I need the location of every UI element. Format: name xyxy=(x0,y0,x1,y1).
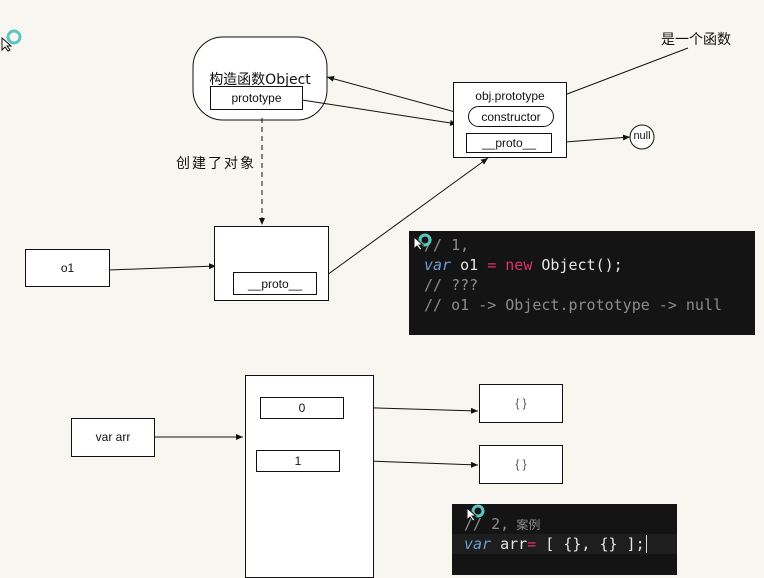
constructor-field-label: constructor xyxy=(481,110,541,124)
array-object-node: 0 1 xyxy=(245,375,374,578)
code1-line1: // 1, xyxy=(424,236,470,254)
arrow-o1-to-instance xyxy=(108,263,217,271)
array-item-1-label: 1 xyxy=(294,454,302,468)
array-item-1: 1 xyxy=(256,450,340,472)
arrow-instance-proto-to-objprototype xyxy=(315,157,489,284)
prototype-field: prototype xyxy=(210,86,303,110)
code2-comment-cn: 案例 xyxy=(509,518,541,532)
code1-keyword: var xyxy=(424,256,452,274)
objprototype-proto-field: __proto__ xyxy=(466,133,552,153)
text-caret xyxy=(645,535,647,553)
code1-varname: o1 xyxy=(451,256,488,274)
code-snippet-1: // 1, var o1 = new Object(); // ??? // o… xyxy=(409,231,755,335)
constructor-field: constructor xyxy=(468,106,554,127)
var-arr-node: var arr xyxy=(71,418,155,457)
code1-rest: Object(); xyxy=(532,256,623,274)
annotation-created: 创建了对象 xyxy=(176,156,256,172)
code-snippet-2: // 2, 案例 var arr= [ {}, {} ]; xyxy=(452,504,677,575)
annotation-function: 是一个函数 xyxy=(661,32,731,48)
instance-proto-field: __proto__ xyxy=(233,272,317,295)
array-item-0: 0 xyxy=(260,397,344,419)
objprototype-title: obj.prototype xyxy=(475,89,545,103)
code2-keyword: var xyxy=(464,535,492,553)
var-arr-label: var arr xyxy=(95,430,131,444)
var-o1-node: o1 xyxy=(25,249,110,287)
cursor-busy-icon xyxy=(466,504,486,524)
empty-object-1-label: { } xyxy=(515,457,527,471)
empty-object-0-label: { } xyxy=(515,396,527,410)
code2-operator: = xyxy=(527,535,537,553)
code2-line1: // 2, 案例 xyxy=(464,514,677,534)
prototype-field-label: prototype xyxy=(231,91,282,105)
objprototype-node: obj.prototype constructor __proto__ xyxy=(453,82,567,158)
code2-line2: var arr= [ {}, {} ]; xyxy=(452,534,677,554)
code1-operator: = xyxy=(487,256,497,274)
code2-comment: // 2, xyxy=(464,515,510,533)
code1-line4: // o1 -> Object.prototype -> null xyxy=(424,296,723,314)
empty-object-0: { } xyxy=(479,384,563,423)
empty-object-1: { } xyxy=(479,445,563,484)
null-node-label: null xyxy=(633,130,651,142)
arrow-prototype-to-objprototype xyxy=(301,99,458,126)
arrow-constructor-to-function xyxy=(326,75,471,117)
instance-object-node: __proto__ xyxy=(214,226,329,301)
cursor-busy-icon xyxy=(0,28,24,52)
var-o1-label: o1 xyxy=(60,261,75,275)
code2-rest: [ {}, {} ]; xyxy=(536,535,645,553)
objprototype-proto-label: __proto__ xyxy=(481,136,537,150)
array-item-0-label: 0 xyxy=(298,401,306,415)
instance-proto-label: __proto__ xyxy=(247,277,303,291)
code1-line3: // ??? xyxy=(424,276,479,294)
code1-new-keyword: new xyxy=(496,256,533,274)
code1-line2: var o1 = new Object(); xyxy=(424,255,755,275)
constructor-node-title: 构造函数Object xyxy=(209,72,311,88)
code2-varname: arr xyxy=(491,535,528,553)
cursor-busy-icon xyxy=(413,233,433,253)
null-node-shape xyxy=(629,124,655,150)
